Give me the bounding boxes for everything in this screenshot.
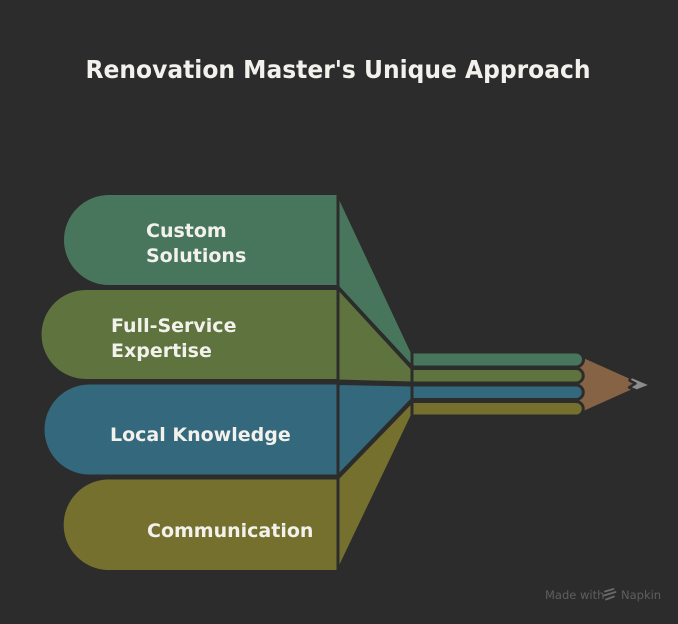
banner-label-custom-line1: Custom	[146, 220, 227, 242]
page-title: Renovation Master's Unique Approach	[86, 55, 591, 84]
banner-label-fullservice-line1: Full-Service	[111, 315, 236, 337]
watermark-brand-text: Napkin	[621, 588, 661, 602]
watermark-made-with-text: Made with	[545, 588, 604, 602]
banner-label-custom-line2: Solutions	[146, 245, 246, 267]
pencil-stripe-custom-solutions	[410, 350, 585, 369]
watermark: Made with Napkin	[545, 588, 661, 602]
banner-label-communication: Communication	[147, 520, 313, 542]
pencil-stripe-full-service-expertise	[410, 367, 585, 385]
banner-custom-solutions	[61, 192, 340, 288]
banner-communication	[60, 476, 340, 573]
napkin-logo-icon	[603, 588, 617, 601]
pencil-stripe-communication	[410, 400, 585, 418]
pencil-graphite-tip-icon	[627, 375, 653, 395]
banner-label-fullservice-line2: Expertise	[111, 340, 212, 362]
banner-local-knowledge	[41, 381, 340, 478]
banner-full-service-expertise	[38, 287, 340, 382]
banner-label-local-knowledge: Local Knowledge	[110, 424, 291, 446]
pencil-stripe-local-knowledge	[410, 383, 585, 401]
